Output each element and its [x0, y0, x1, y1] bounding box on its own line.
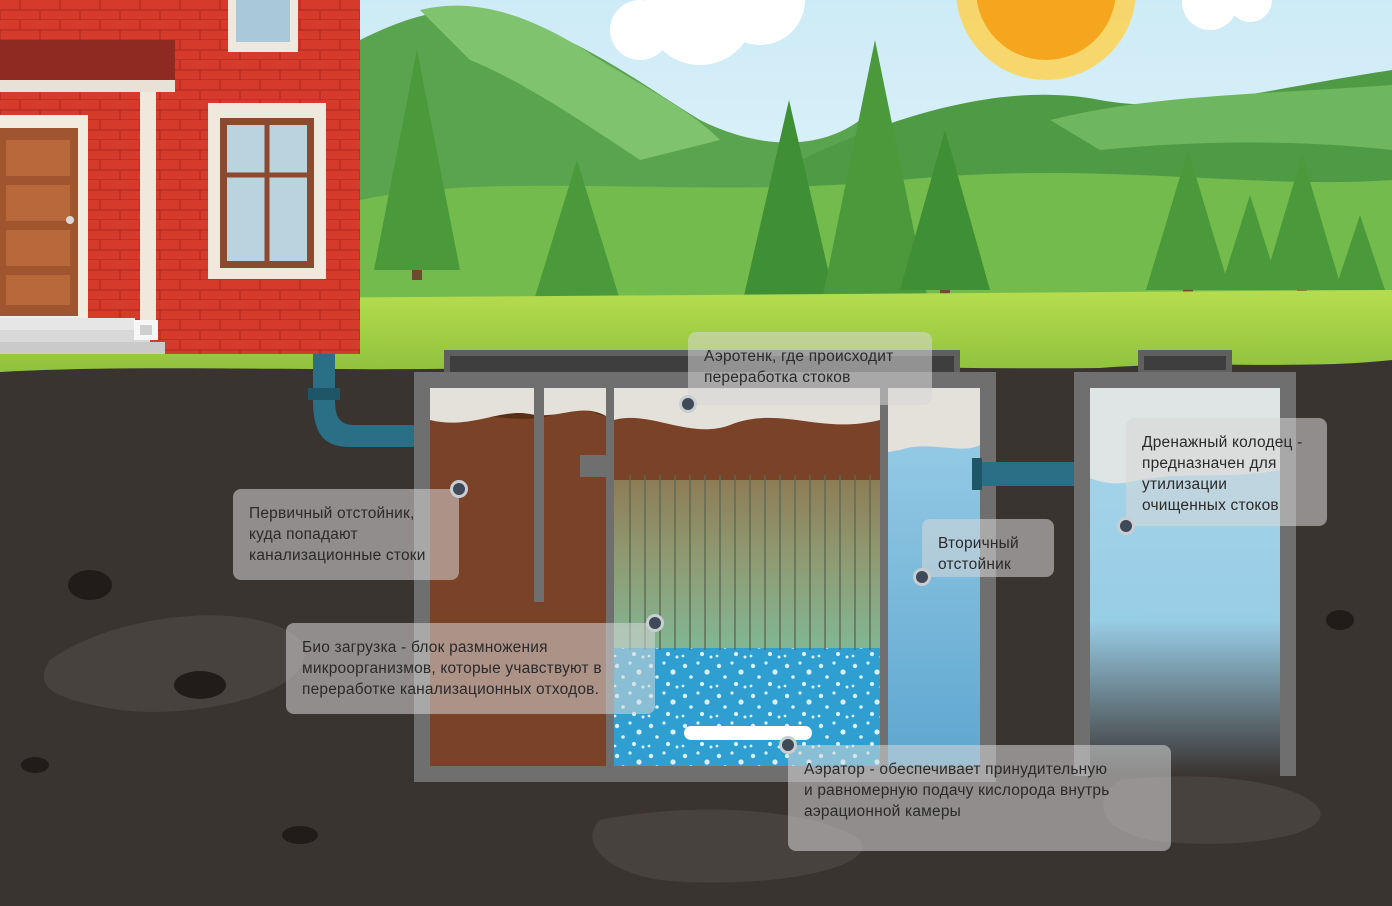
callout-secondary-settler: Вторичный отстойник — [922, 519, 1054, 577]
callout-aerator: Аэратор - обеспечивает принудительную и … — [788, 745, 1171, 851]
marker-secondary-settler[interactable] — [913, 568, 931, 586]
sun-icon — [956, 0, 1136, 80]
bio-load-strips — [629, 475, 871, 650]
callout-bio-load-line-2: микроорганизмов, которые учавствуют в — [302, 660, 602, 677]
septic-tank — [414, 350, 996, 782]
callout-aerator-line-1: Аэратор - обеспечивает принудительную — [804, 761, 1108, 778]
callout-secondary-settler-line-1: Вторичный — [938, 535, 1019, 552]
callout-drainage-well-line-1: Дренажный колодец - — [1142, 434, 1303, 451]
marker-drainage-well[interactable] — [1117, 517, 1135, 535]
fir-tree-icon — [374, 40, 1385, 324]
drainage-well — [1074, 350, 1296, 776]
callout-primary-settler-line-1: Первичный отстойник, — [249, 505, 415, 522]
marker-aerotank[interactable] — [679, 395, 697, 413]
callout-secondary-settler-line-2: отстойник — [938, 556, 1011, 573]
callout-aerotank: Аэротенк, где происходит переработка сто… — [688, 332, 932, 405]
callout-primary-settler-line-2: куда попадают — [249, 526, 358, 543]
callout-aerator-line-3: аэрационной камеры — [804, 803, 962, 820]
outlet-pipe — [972, 458, 1075, 490]
callout-primary-settler: Первичный отстойник, куда попадают канал… — [233, 489, 459, 580]
stones — [21, 570, 1354, 844]
callout-drainage-well-line-3: утилизации — [1142, 476, 1228, 493]
marker-bio-load[interactable] — [646, 614, 664, 632]
house-icon — [0, 0, 360, 354]
callout-drainage-well: Дренажный колодец - предназначен для ути… — [1126, 418, 1327, 526]
callout-bio-load-line-1: Био загрузка - блок размножения — [302, 639, 548, 656]
marker-primary-settler[interactable] — [450, 480, 468, 498]
callout-bio-load-line-3: переработке канализационных отходов. — [302, 681, 600, 698]
callout-bio-load: Био загрузка - блок размножения микроорг… — [286, 623, 655, 714]
marker-aerator[interactable] — [779, 736, 797, 754]
callout-drainage-well-line-2: предназначен для — [1142, 455, 1277, 472]
callout-aerotank-line-1: Аэротенк, где происходит — [704, 348, 894, 365]
callout-primary-settler-line-3: канализационные стоки — [249, 547, 426, 564]
callout-drainage-well-line-4: очищенных стоков — [1142, 497, 1279, 514]
callout-aerator-line-2: и равномерную подачу кислорода внутрь — [804, 782, 1110, 799]
callout-aerotank-line-2: переработка стоков — [704, 369, 851, 386]
clouds — [610, 0, 1272, 65]
